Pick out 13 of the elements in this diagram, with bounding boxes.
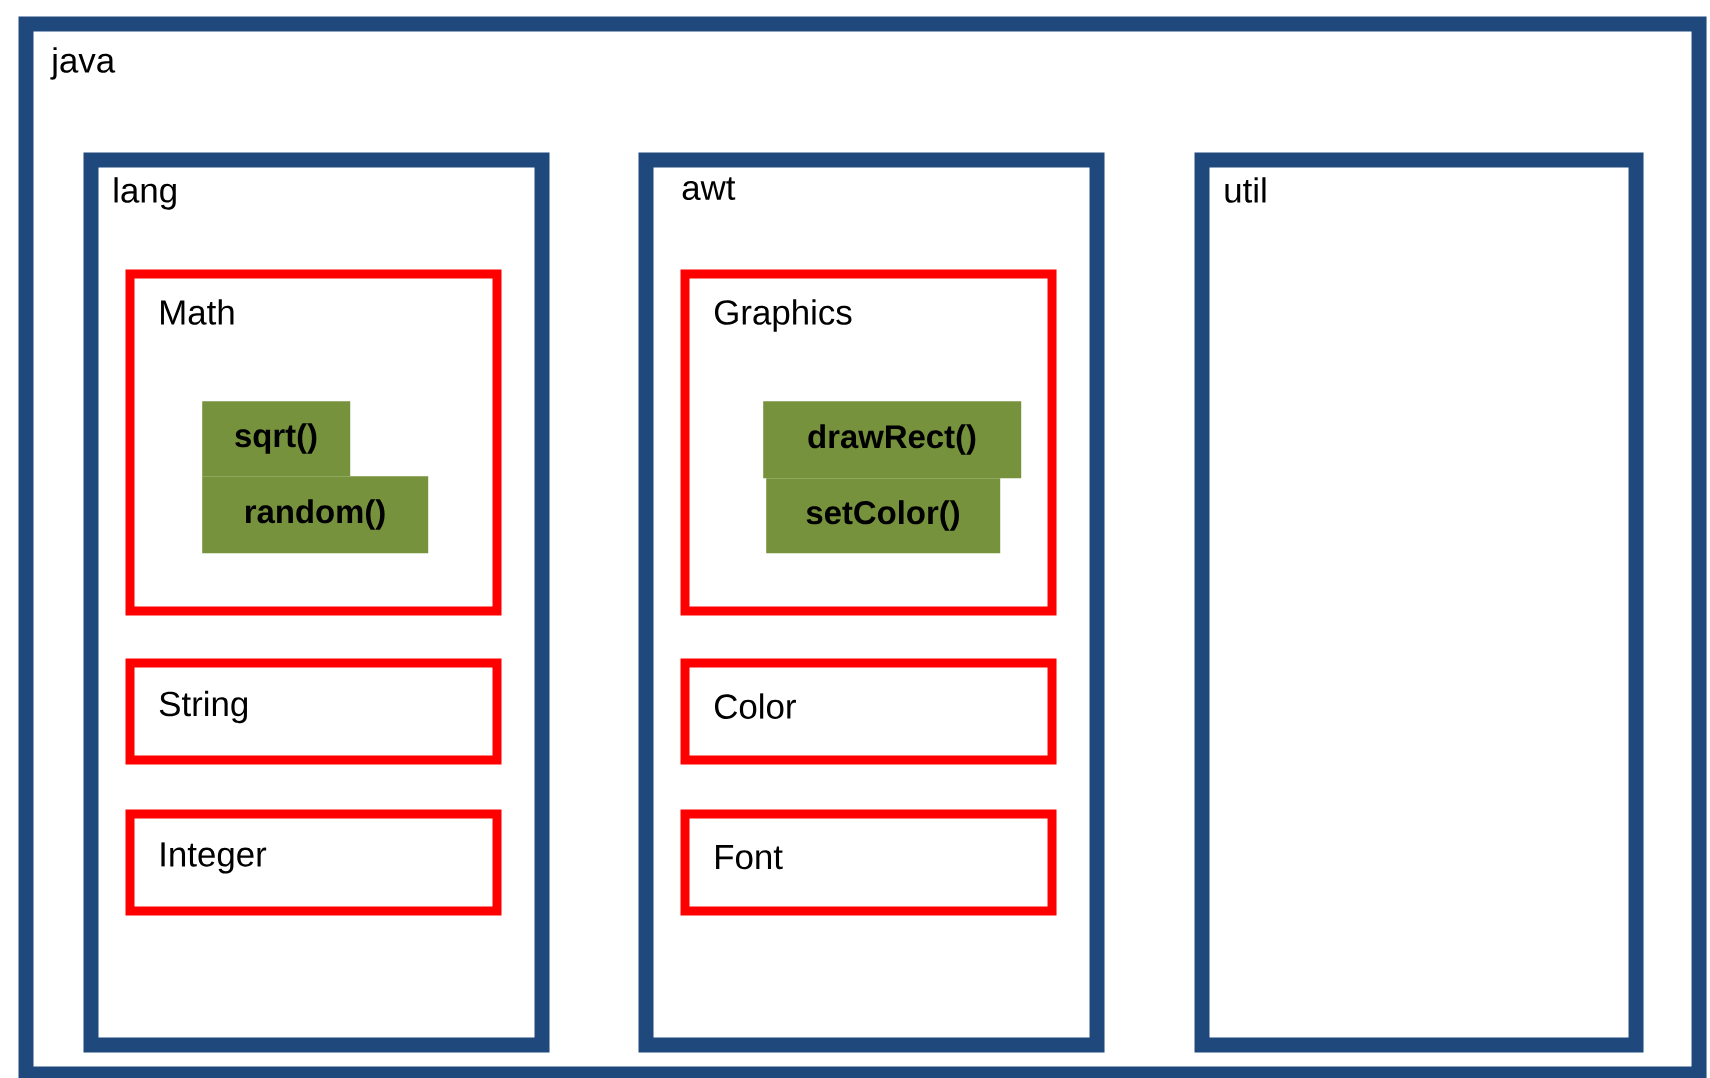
class-box: Color bbox=[680, 658, 1057, 765]
class-box: String bbox=[125, 658, 502, 765]
method-box: setColor() bbox=[766, 478, 1001, 554]
class-box: Integer bbox=[125, 809, 502, 916]
package-box: util bbox=[1194, 152, 1644, 1053]
class-box: Font bbox=[680, 809, 1057, 916]
node-label: random() bbox=[245, 499, 385, 530]
node-label: sqrt() bbox=[235, 423, 317, 454]
method-box: sqrt() bbox=[202, 401, 351, 477]
node-label: setColor() bbox=[806, 500, 959, 531]
method-box: drawRect() bbox=[763, 401, 1022, 479]
method-box: random() bbox=[202, 476, 429, 554]
node-label: drawRect() bbox=[808, 424, 976, 455]
